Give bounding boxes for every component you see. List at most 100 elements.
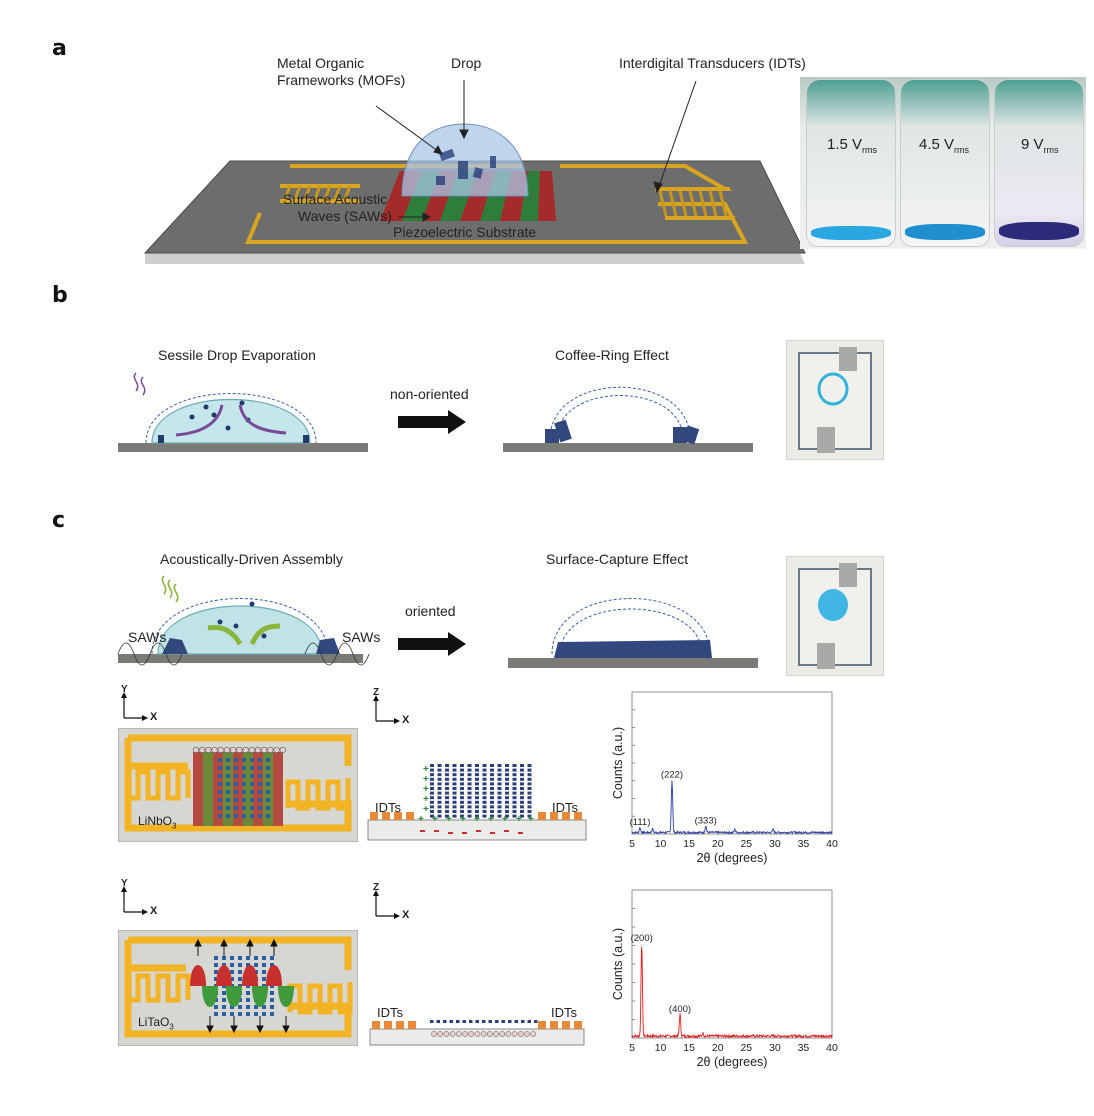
- linbo3-side-view: +++++++++ +++++: [366, 760, 588, 844]
- label-saws-right: SAWs: [342, 629, 381, 645]
- x-tick-label: 20: [712, 838, 724, 850]
- panel-label-b: b: [52, 283, 68, 308]
- x-tick-label: 35: [798, 838, 810, 850]
- substrate: [118, 443, 368, 452]
- svg-text:+: +: [502, 814, 508, 825]
- saw-device-illustration: [143, 80, 806, 264]
- svg-text:+: +: [432, 814, 438, 825]
- axes-icon-xy-2: [118, 884, 168, 923]
- title-acoustic-assembly: Acoustically-Driven Assembly: [160, 551, 343, 567]
- svg-text:+: +: [423, 794, 429, 805]
- label-oriented: oriented: [405, 603, 456, 619]
- label-mofs-line2: Frameworks (MOFs): [277, 72, 406, 88]
- peak-label: (333): [695, 816, 717, 827]
- mof-stack: [430, 764, 532, 818]
- idts-label-right: IDTs: [552, 800, 578, 815]
- plot-frame: [631, 691, 833, 835]
- arrow-right-icon: [398, 632, 468, 661]
- x-tick-label: 40: [826, 1042, 838, 1054]
- mof-clusters: [162, 638, 340, 654]
- svg-text:+: +: [460, 814, 466, 825]
- svg-text:+: +: [423, 804, 429, 815]
- label-drop: Drop: [451, 55, 482, 71]
- saw-device-diagram: [140, 36, 820, 268]
- svg-text:+: +: [516, 814, 522, 825]
- mof-lattice-dots: [218, 758, 270, 818]
- axes-icon-zx-1: [370, 693, 420, 732]
- idt-left-fingers: [283, 185, 352, 200]
- axis-label-z: Z: [373, 882, 380, 893]
- svg-text:+: +: [488, 814, 494, 825]
- series-line: [631, 947, 833, 1039]
- vial-2: 4.5 Vrms: [900, 79, 990, 247]
- label-mofs-line1: Metal Organic: [277, 55, 365, 71]
- arrow-right-icon: [398, 410, 468, 439]
- deposit-left: [545, 419, 572, 443]
- svg-text:+: +: [474, 814, 480, 825]
- mof-monolayer: [430, 1020, 538, 1023]
- idts-label-left: IDTs: [377, 1005, 403, 1020]
- vials-photo: 1.5 Vrms 4.5 Vrms 9 Vrms: [800, 77, 1086, 249]
- svg-text:+: +: [423, 764, 429, 775]
- svg-text:+: +: [418, 814, 424, 825]
- vial-3-label: 9 Vrms: [1021, 136, 1059, 155]
- litao3-side-view: [366, 1015, 588, 1047]
- svg-text:+: +: [423, 784, 429, 795]
- axis-label-x: X: [402, 909, 410, 921]
- peak-label: (222): [661, 769, 683, 780]
- x-axis-label: 2θ (degrees): [697, 851, 768, 865]
- x-tick-label: 15: [683, 1042, 695, 1054]
- label-saws-left: SAWs: [128, 629, 167, 645]
- x-tick-label: 40: [826, 838, 838, 850]
- plus-charges: +++++++++ +++++: [418, 764, 534, 825]
- idt-right-fingers: [658, 190, 728, 217]
- vial-2-label: 4.5 Vrms: [919, 136, 970, 155]
- title-surface-capture: Surface-Capture Effect: [546, 551, 689, 567]
- x-tick-label: 25: [740, 1042, 752, 1054]
- plot-frame: [631, 889, 833, 1039]
- title-sessile-drop: Sessile Drop Evaporation: [158, 347, 316, 363]
- panel-label-a: a: [52, 36, 67, 61]
- annotation-arrows: [375, 80, 697, 222]
- surface-capture-diagram: [500, 570, 765, 672]
- charge-circles: [431, 1031, 537, 1037]
- evaporation-icon: [161, 575, 179, 603]
- y-axis-label: Counts (a.u.): [611, 928, 625, 1000]
- acoustic-assembly-diagram: [90, 570, 380, 670]
- peak-label: (111): [630, 817, 651, 828]
- y-axis-label: Counts (a.u.): [611, 727, 625, 799]
- x-tick-label: 5: [629, 1042, 635, 1054]
- vial-2-powder: [905, 224, 985, 240]
- x-tick-label: 25: [740, 838, 752, 850]
- vial-1-powder: [811, 226, 891, 240]
- substrate-label-linbo3: LiNbO3: [138, 814, 177, 831]
- vial-1-label: 1.5 Vrms: [827, 136, 878, 155]
- axis-label-x: X: [150, 905, 158, 917]
- substrate: [508, 658, 758, 668]
- axis-label-x: X: [402, 714, 410, 726]
- idts-label-left: IDTs: [375, 800, 401, 815]
- label-idts: Interdigital Transducers (IDTs): [619, 55, 806, 71]
- label-substrate: Piezoelectric Substrate: [393, 224, 537, 240]
- peak-label: (200): [631, 933, 653, 944]
- idts-label-right: IDTs: [551, 1005, 577, 1020]
- device-photo-surface-capture: [786, 556, 884, 676]
- flow-arrows: [175, 404, 287, 437]
- svg-text:+: +: [528, 814, 534, 825]
- x-tick-label: 30: [769, 838, 781, 850]
- vial-3-powder: [999, 222, 1079, 240]
- x-tick-label: 35: [798, 1042, 810, 1054]
- x-tick-label: 15: [683, 838, 695, 850]
- series-line: [631, 780, 833, 835]
- saw-waves: [117, 642, 370, 666]
- minus-charges: [420, 830, 523, 834]
- vial-3: 9 Vrms: [994, 79, 1084, 247]
- evaporation-icon: [133, 372, 146, 396]
- red-lobes: [190, 965, 282, 986]
- axes-icon-zx-2: [370, 888, 420, 927]
- charge-circles: [192, 746, 286, 754]
- substrate: [118, 654, 363, 663]
